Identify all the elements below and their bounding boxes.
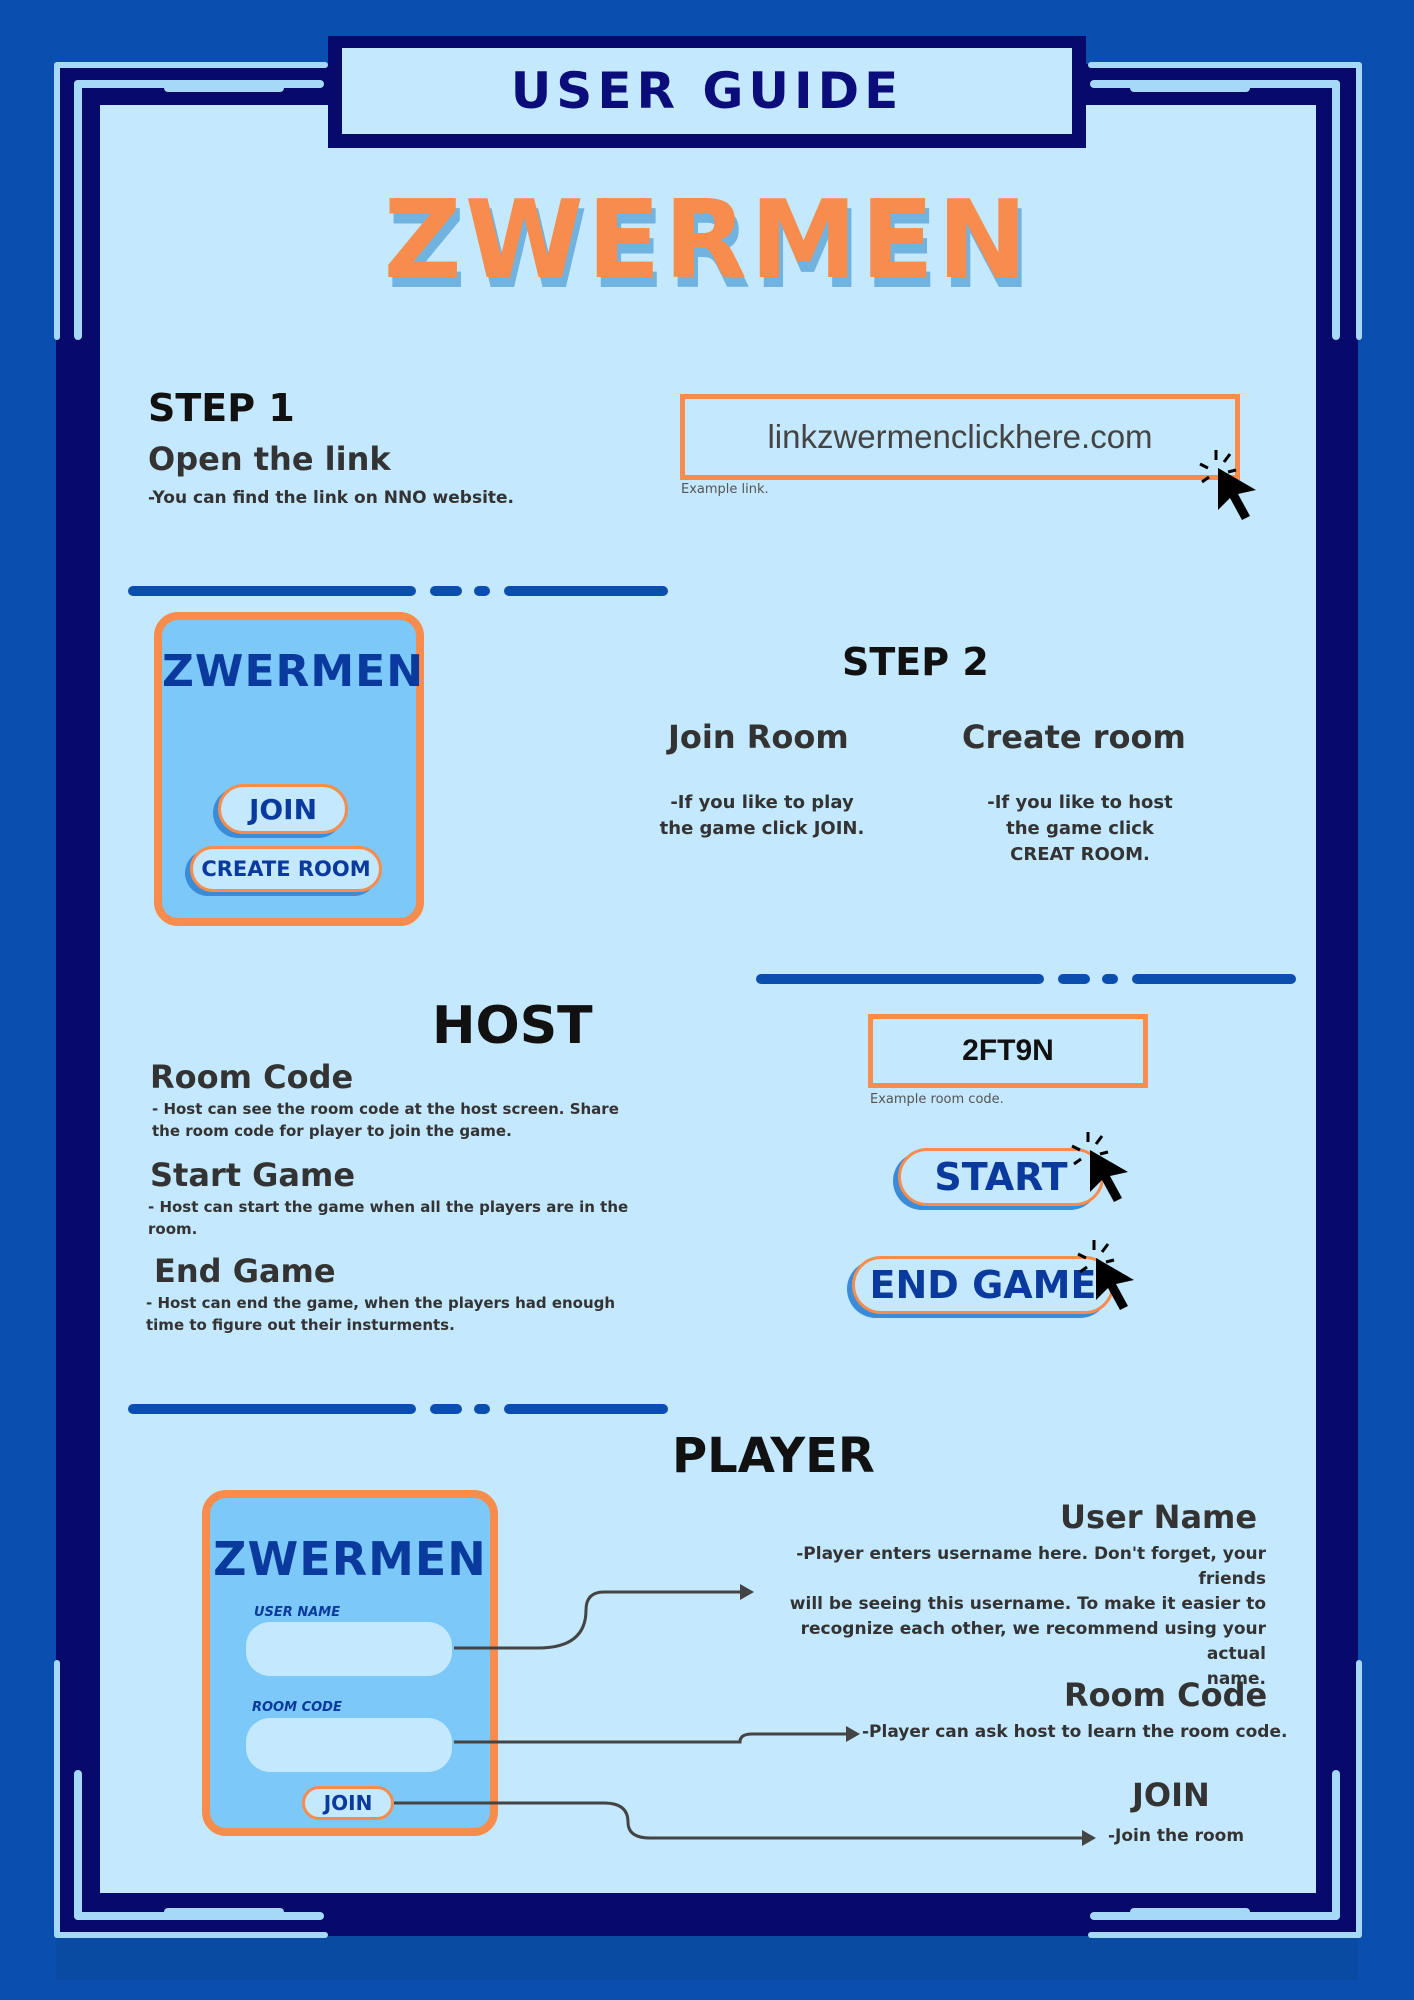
join-button[interactable]: JOIN — [218, 784, 348, 834]
end-game-desc-line: time to figure out their insturments. — [146, 1316, 455, 1334]
host-room-code-desc: - Host can see the room code at the host… — [152, 1098, 619, 1142]
divider — [1058, 974, 1090, 984]
frame-line — [1090, 1912, 1340, 1920]
start-game-title: Start Game — [150, 1156, 356, 1194]
frame-line — [1088, 1932, 1362, 1938]
card-logo: ZWERMEN — [162, 646, 425, 697]
divider — [128, 1404, 416, 1414]
frame-line — [74, 1770, 82, 1920]
room-code-box: 2FT9N — [868, 1014, 1148, 1088]
step1-heading: STEP 1 — [148, 386, 295, 430]
link-box[interactable]: linkzwermenclickhere.com — [680, 394, 1240, 480]
frame-shadow — [56, 1936, 1358, 1980]
roomcode-input[interactable] — [246, 1718, 452, 1772]
frame-line — [74, 1912, 324, 1920]
frame-line — [1332, 80, 1340, 340]
frame-line — [1332, 1770, 1340, 1920]
player-room-code-title: Room Code — [1064, 1676, 1268, 1714]
host-room-code-desc-line: the room code for player to join the gam… — [152, 1122, 512, 1140]
start-button[interactable]: START — [898, 1148, 1104, 1206]
create-room-title: Create room — [962, 718, 1186, 756]
player-join-desc: -Join the room — [1108, 1826, 1245, 1846]
step1-subheading: Open the link — [148, 440, 391, 478]
username-title: User Name — [1060, 1498, 1258, 1536]
username-desc-line: recognize each other, we recommend using… — [800, 1619, 1266, 1664]
username-label: USER NAME — [254, 1605, 341, 1620]
username-desc-line: will be seeing this username. To make it… — [789, 1594, 1266, 1614]
create-room-desc: -If you like to host the game click CREA… — [970, 790, 1190, 868]
divider — [504, 1404, 668, 1414]
host-room-code-title: Room Code — [150, 1058, 354, 1096]
player-heading: PLAYER — [672, 1428, 875, 1484]
page-title: USER GUIDE — [510, 62, 904, 120]
frame-line — [164, 84, 284, 92]
frame-line — [54, 1660, 60, 1936]
join-room-desc-line: -If you like to play — [670, 792, 854, 813]
frame-line — [1130, 84, 1250, 92]
join-room-desc-line: the game click JOIN. — [659, 818, 865, 839]
click-cursor-icon — [1071, 1132, 1128, 1202]
zwermen-logo: ZWERMEN — [383, 178, 1031, 303]
frame-line — [1088, 62, 1362, 68]
divider — [430, 1404, 462, 1414]
create-room-desc-line: -If you like to host — [987, 792, 1173, 813]
create-room-desc-line: CREAT ROOM. — [1010, 844, 1150, 865]
frame-line — [54, 62, 328, 68]
start-game-desc-line: - Host can start the game when all the p… — [148, 1198, 629, 1216]
username-desc-line: name. — [1206, 1669, 1266, 1689]
frame-line — [54, 1932, 328, 1938]
join-room-title: Join Room — [668, 718, 849, 756]
player-card-logo: ZWERMEN — [213, 1532, 487, 1586]
host-heading: HOST — [432, 996, 593, 1056]
link-text[interactable]: linkzwermenclickhere.com — [767, 418, 1153, 455]
start-game-desc-line: room. — [148, 1220, 198, 1238]
frame-line — [1356, 1660, 1362, 1936]
link-caption: Example link. — [681, 482, 769, 497]
create-room-button[interactable]: CREATE ROOM — [190, 846, 382, 892]
divider — [474, 1404, 490, 1414]
frame-line — [1130, 1908, 1250, 1916]
divider — [474, 586, 490, 596]
roomcode-label: ROOM CODE — [252, 1700, 342, 1715]
end-game-button[interactable]: END GAME — [852, 1256, 1114, 1314]
click-cursor-icon — [1077, 1240, 1134, 1310]
divider — [1132, 974, 1296, 984]
player-room-code-desc: -Player can ask host to learn the room c… — [862, 1722, 1288, 1742]
player-join-title: JOIN — [1132, 1776, 1210, 1814]
end-game-desc-line: - Host can end the game, when the player… — [146, 1294, 616, 1312]
username-desc-line: -Player enters username here. Don't forg… — [796, 1544, 1266, 1589]
step1-desc: -You can find the link on NNO website. — [148, 488, 515, 508]
join-room-desc: -If you like to play the game click JOIN… — [650, 790, 874, 842]
click-cursor-icon — [1199, 450, 1256, 520]
divider — [504, 586, 668, 596]
username-input[interactable] — [246, 1622, 452, 1676]
divider — [128, 586, 416, 596]
player-join-button[interactable]: JOIN — [302, 1786, 394, 1820]
frame-line — [164, 1908, 284, 1916]
title-banner: USER GUIDE — [342, 48, 1072, 134]
divider — [756, 974, 1044, 984]
frame-line — [74, 80, 82, 340]
room-code-value: 2FT9N — [962, 1034, 1054, 1067]
room-code-caption: Example room code. — [870, 1092, 1004, 1107]
divider — [430, 586, 462, 596]
frame-line — [1356, 64, 1362, 340]
username-desc: -Player enters username here. Don't forg… — [740, 1542, 1266, 1692]
end-game-title: End Game — [154, 1252, 336, 1290]
end-game-desc: - Host can end the game, when the player… — [146, 1292, 615, 1336]
start-game-desc: - Host can start the game when all the p… — [148, 1196, 628, 1240]
step2-heading: STEP 2 — [842, 640, 989, 684]
frame-line — [54, 64, 60, 340]
host-room-code-desc-line: - Host can see the room code at the host… — [152, 1100, 619, 1118]
divider — [1102, 974, 1118, 984]
create-room-desc-line: the game click — [1006, 818, 1154, 839]
